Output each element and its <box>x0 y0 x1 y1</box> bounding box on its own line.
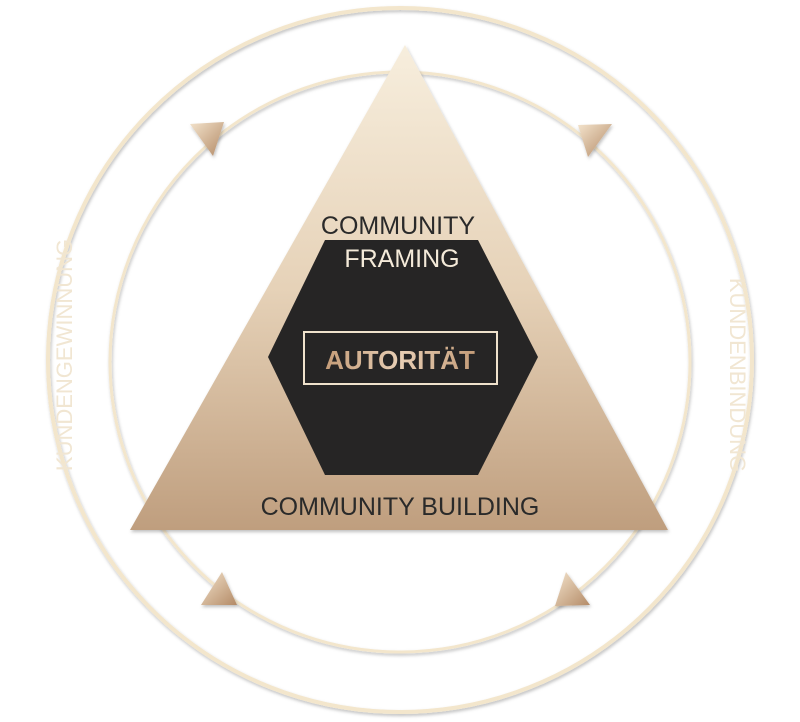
left-side-label: KUNDENGEWINNUNG <box>52 239 77 471</box>
arrow-top-left-icon <box>190 122 224 156</box>
arrow-bottom-right-icon <box>555 572 590 606</box>
right-side-label: KUNDENBINDUNG <box>725 278 750 472</box>
center-label-frame <box>303 331 498 385</box>
top-label-line1: COMMUNITY <box>321 212 475 240</box>
hexagon <box>268 240 538 475</box>
center-label: AUTORITÄT <box>325 345 475 375</box>
arrow-top-right-icon <box>578 124 612 157</box>
arrow-bottom-left-icon <box>201 572 237 605</box>
outer-ring <box>46 6 754 714</box>
top-label-line2: FRAMING <box>344 245 459 273</box>
bottom-label: COMMUNITY BUILDING <box>261 493 540 521</box>
